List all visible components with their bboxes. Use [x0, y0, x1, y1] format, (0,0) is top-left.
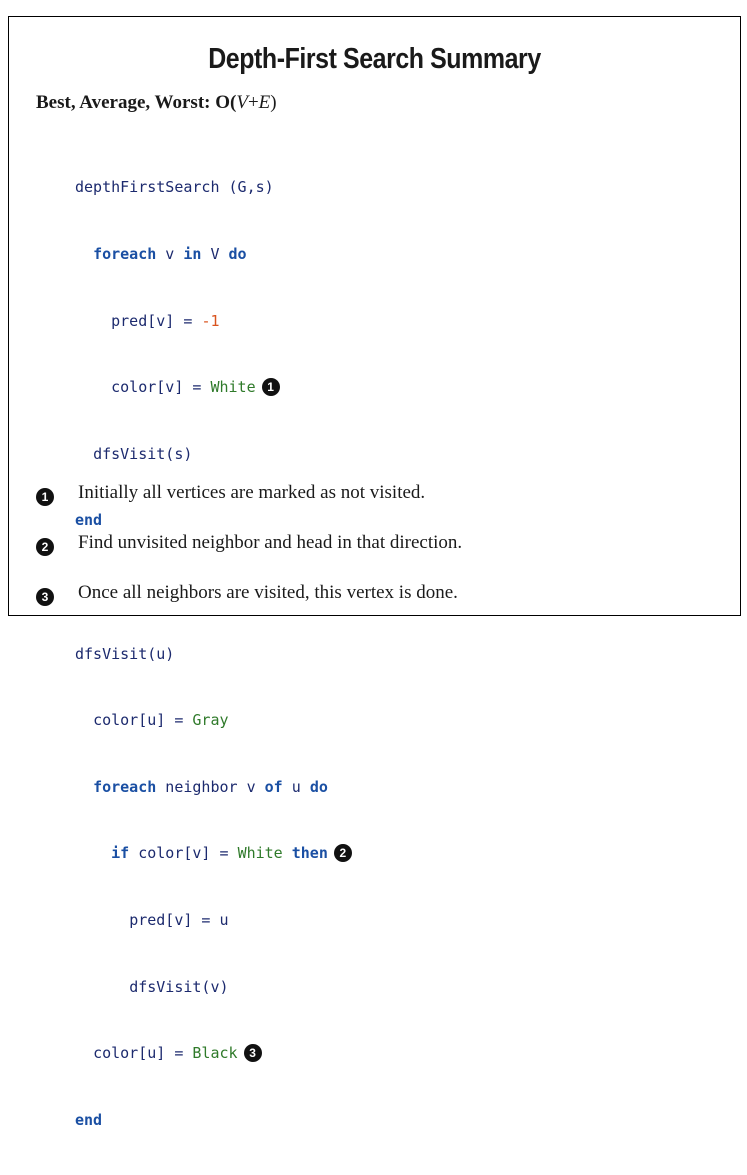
code-line: foreach neighbor v of u do: [93, 777, 328, 796]
callout-3-icon: 3: [243, 1044, 262, 1063]
complexity-label: Best, Average, Worst:: [36, 92, 211, 113]
code-line: depthFirstSearch (G,s): [75, 178, 274, 197]
code-line: end: [75, 511, 103, 530]
code-line: dfsVisit(u): [75, 644, 175, 663]
callout-1-icon: 1: [261, 378, 280, 397]
callout-2-icon: 2: [36, 538, 54, 556]
note-text: Initially all vertices are marked as not…: [78, 482, 426, 503]
note-text: Once all neighbors are visited, this ver…: [78, 582, 458, 603]
complexity-line: Best, Average, Worst: O(V+E): [36, 92, 277, 114]
code-line: dfsVisit(s): [93, 444, 193, 463]
code-line: pred[v] = -1: [111, 311, 220, 330]
code-line: end: [75, 1110, 103, 1129]
code-line: pred[v] = u: [129, 910, 229, 929]
code-line: color[u] = Gray: [93, 711, 229, 730]
pseudocode-block: depthFirstSearch (G,s) foreach v in V do…: [75, 132, 352, 1175]
page-title: Depth-First Search Summary: [208, 43, 541, 75]
summary-box: Depth-First Search Summary Best, Average…: [8, 16, 741, 1129]
callout-1-icon: 1: [36, 488, 54, 506]
callout-2-icon: 2: [333, 844, 352, 863]
callout-3-icon: 3: [36, 588, 54, 606]
note-text: Find unvisited neighbor and head in that…: [78, 532, 463, 553]
code-line: foreach v in V do: [93, 245, 247, 263]
code-line: dfsVisit(v): [129, 977, 229, 996]
complexity-value: O(V+E): [215, 92, 277, 113]
